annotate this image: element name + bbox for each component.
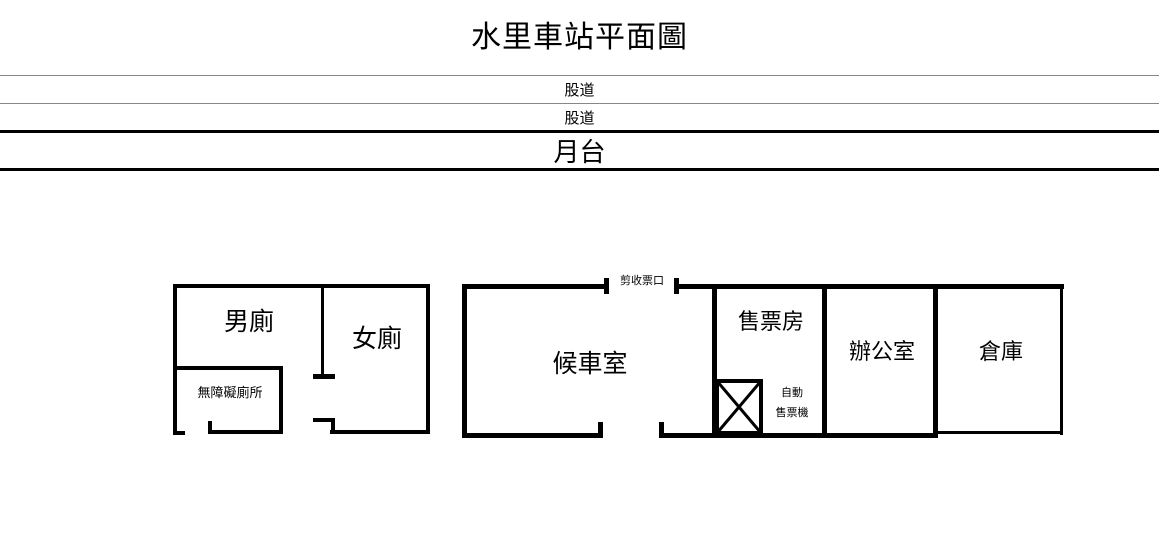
accessible-restroom-wall-right (279, 366, 283, 434)
restroom-door-stub-left-vertical (173, 426, 177, 435)
label-ticket-machine-line1: 自動 (781, 386, 803, 399)
restroom-door-stub-left-foot (173, 431, 185, 435)
waiting-room-door-jamb-right (659, 422, 664, 438)
track-line-1-bottom (0, 103, 1159, 104)
platform-label: 月台 (553, 138, 606, 168)
waiting-room-wall-bottom (462, 433, 603, 438)
office-wall-right (933, 284, 938, 438)
room-label-warehouse: 倉庫 (978, 340, 1023, 365)
track-line-1-top (0, 75, 1159, 76)
room-label-ticket-office: 售票房 (737, 310, 804, 335)
ticket-gate-jamb-left (604, 278, 609, 294)
waiting-room-wall-top-left (462, 284, 608, 289)
platform-line-top (0, 130, 1159, 133)
womens-door-stub-vertical (331, 418, 335, 432)
station-wall-top-right (676, 284, 1064, 289)
ticket-office-wall-left (712, 284, 717, 438)
warehouse-wall-right (1060, 284, 1063, 435)
page-title: 水里車站平面圖 (471, 20, 688, 55)
room-label-accessible-restroom: 無障礙廁所 (197, 386, 263, 401)
womens-wall-bottom (330, 430, 430, 434)
accessible-restroom-door-jamb (208, 421, 212, 434)
restroom-divider-wall (321, 284, 324, 378)
womens-door-stub-head (313, 418, 335, 422)
ticket-office-wall-right (822, 284, 827, 438)
track-label-1: 股道 (564, 81, 595, 99)
room-label-mens-restroom: 男廁 (223, 307, 274, 336)
automatic-ticket-machine-icon (715, 379, 763, 435)
room-label-womens-restroom: 女廁 (351, 324, 402, 353)
track-label-2: 股道 (564, 109, 595, 127)
label-ticket-machine-line2: 售票機 (775, 406, 809, 419)
warehouse-wall-bottom (936, 431, 1063, 434)
waiting-room-door-jamb-left (598, 422, 603, 438)
station-wall-bottom-mid (661, 433, 938, 438)
restroom-wall-left (173, 284, 177, 426)
room-label-office: 辦公室 (848, 340, 915, 365)
restroom-wall-top (173, 284, 430, 288)
accessible-restroom-wall-bottom (208, 430, 283, 434)
platform-line-bottom (0, 168, 1159, 171)
accessible-restroom-wall-top (173, 366, 283, 370)
room-label-waiting-room: 候車室 (552, 349, 628, 378)
label-ticket-gate: 剪收票口 (620, 274, 664, 287)
waiting-room-wall-left (462, 284, 467, 438)
restroom-divider-door-head (313, 374, 335, 379)
restroom-wall-right (426, 284, 430, 434)
